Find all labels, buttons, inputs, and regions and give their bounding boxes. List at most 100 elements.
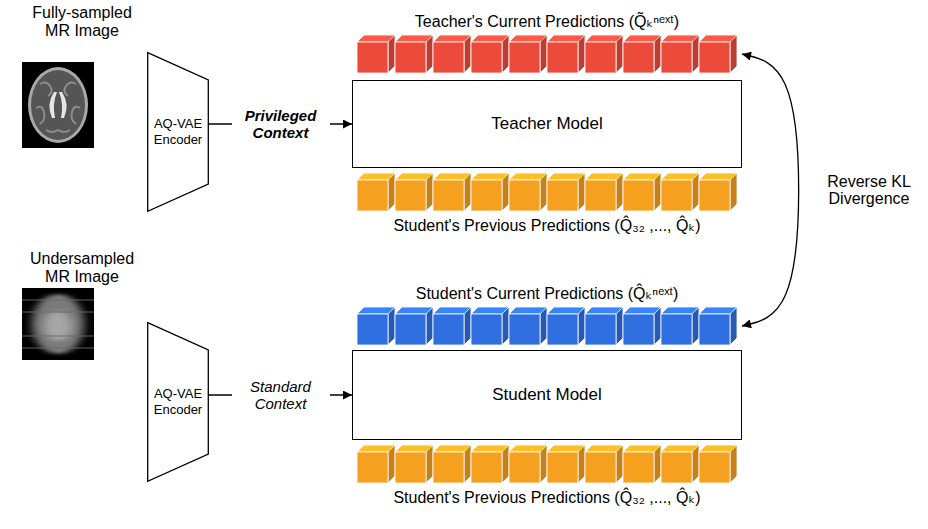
- cube-front: [395, 42, 426, 73]
- cube-front: [547, 42, 578, 73]
- encoder-trapezoid: AQ-VAE Encoder: [147, 52, 209, 212]
- encoder-shape: [148, 323, 209, 482]
- cube-front: [395, 452, 426, 483]
- cube-side: [692, 173, 699, 211]
- cube: [623, 445, 661, 483]
- image-panel: Fully-sampled MR Image: [20, 4, 144, 150]
- cube: [357, 445, 395, 483]
- cube-front: [623, 180, 654, 211]
- cube-side: [502, 445, 509, 483]
- cube-side: [540, 173, 547, 211]
- cube-front: [699, 180, 730, 211]
- cube: [661, 173, 699, 211]
- cube: [585, 35, 623, 73]
- cube: [433, 445, 471, 483]
- cube: [395, 173, 433, 211]
- node-label: Student Model: [484, 381, 610, 409]
- cube-front: [661, 452, 692, 483]
- cube: [585, 173, 623, 211]
- cube-side: [730, 173, 737, 211]
- cube: [471, 173, 509, 211]
- cube: [623, 307, 661, 345]
- cube-front: [357, 452, 388, 483]
- cube-side: [730, 445, 737, 483]
- edge-label: Privileged Context: [232, 106, 330, 142]
- cube: [433, 173, 471, 211]
- cube-side: [464, 35, 471, 73]
- cube: [661, 445, 699, 483]
- model-box: Teacher Model: [352, 80, 742, 168]
- cube-side: [426, 445, 433, 483]
- cube-side: [730, 307, 737, 345]
- cube-side: [692, 445, 699, 483]
- cube-side: [730, 35, 737, 73]
- node-label: Teacher's Current Predictions (Q̃ₖⁿᵉˣᵗ): [352, 12, 742, 32]
- cube-side: [426, 35, 433, 73]
- cube-front: [433, 452, 464, 483]
- undersampled-mr-image: [22, 288, 94, 360]
- cube-front: [623, 314, 654, 345]
- cube-side: [540, 445, 547, 483]
- cube-row: [355, 444, 739, 484]
- cube-front: [623, 42, 654, 73]
- encoder-trapezoid: AQ-VAE Encoder: [147, 322, 209, 482]
- cube-side: [654, 307, 661, 345]
- cube: [623, 35, 661, 73]
- cube: [547, 173, 585, 211]
- token-row: Student's Current Predictions (Q̂ₖⁿᵉˣᵗ): [352, 284, 742, 346]
- cube-front: [547, 314, 578, 345]
- cube-front: [471, 314, 502, 345]
- cube-side: [578, 35, 585, 73]
- cube: [661, 307, 699, 345]
- cube-row: [355, 172, 739, 212]
- cube-side: [578, 445, 585, 483]
- node-label: Student's Previous Predictions (Q̂₃₂ ,..…: [352, 216, 742, 236]
- cube-front: [357, 42, 388, 73]
- cube-front: [357, 180, 388, 211]
- cube-side: [388, 307, 395, 345]
- edge-label: Reverse KL Divergence: [812, 172, 926, 208]
- cube-side: [616, 445, 623, 483]
- cube: [471, 445, 509, 483]
- cube: [395, 35, 433, 73]
- cube-side: [540, 35, 547, 73]
- cube: [585, 445, 623, 483]
- token-row: Student's Previous Predictions (Q̂₃₂ ,..…: [352, 444, 742, 508]
- cube-front: [585, 452, 616, 483]
- cube: [357, 307, 395, 345]
- node-label: Fully-sampled MR Image: [20, 4, 144, 40]
- cube-side: [502, 35, 509, 73]
- edge-label: Standard Context: [232, 377, 330, 413]
- edge-label-holder: Standard Context: [232, 377, 330, 413]
- cube-front: [433, 180, 464, 211]
- token-row: Teacher's Current Predictions (Q̃ₖⁿᵉˣᵗ): [352, 12, 742, 74]
- cube-front: [433, 314, 464, 345]
- node-label: Student's Previous Predictions (Q̂₃₂ ,..…: [352, 488, 742, 508]
- cube-front: [509, 180, 540, 211]
- cube-side: [654, 35, 661, 73]
- cube: [471, 307, 509, 345]
- cube-front: [471, 452, 502, 483]
- node-label: Teacher Model: [483, 110, 611, 138]
- cube-side: [426, 173, 433, 211]
- cube-side: [616, 35, 623, 73]
- cube-side: [388, 445, 395, 483]
- cube: [547, 445, 585, 483]
- cube: [585, 307, 623, 345]
- cube-front: [699, 42, 730, 73]
- cube-side: [616, 307, 623, 345]
- cube: [357, 173, 395, 211]
- cube-front: [395, 314, 426, 345]
- cube-side: [616, 173, 623, 211]
- cube: [509, 307, 547, 345]
- model-box: Student Model: [352, 350, 742, 440]
- cube-side: [464, 307, 471, 345]
- cube-front: [623, 452, 654, 483]
- edge-label-holder: Reverse KL Divergence: [812, 172, 926, 208]
- cube-side: [654, 445, 661, 483]
- cube-side: [464, 173, 471, 211]
- cube-side: [578, 307, 585, 345]
- cube: [661, 35, 699, 73]
- cube-front: [509, 42, 540, 73]
- node-label: Student's Current Predictions (Q̂ₖⁿᵉˣᵗ): [352, 284, 742, 304]
